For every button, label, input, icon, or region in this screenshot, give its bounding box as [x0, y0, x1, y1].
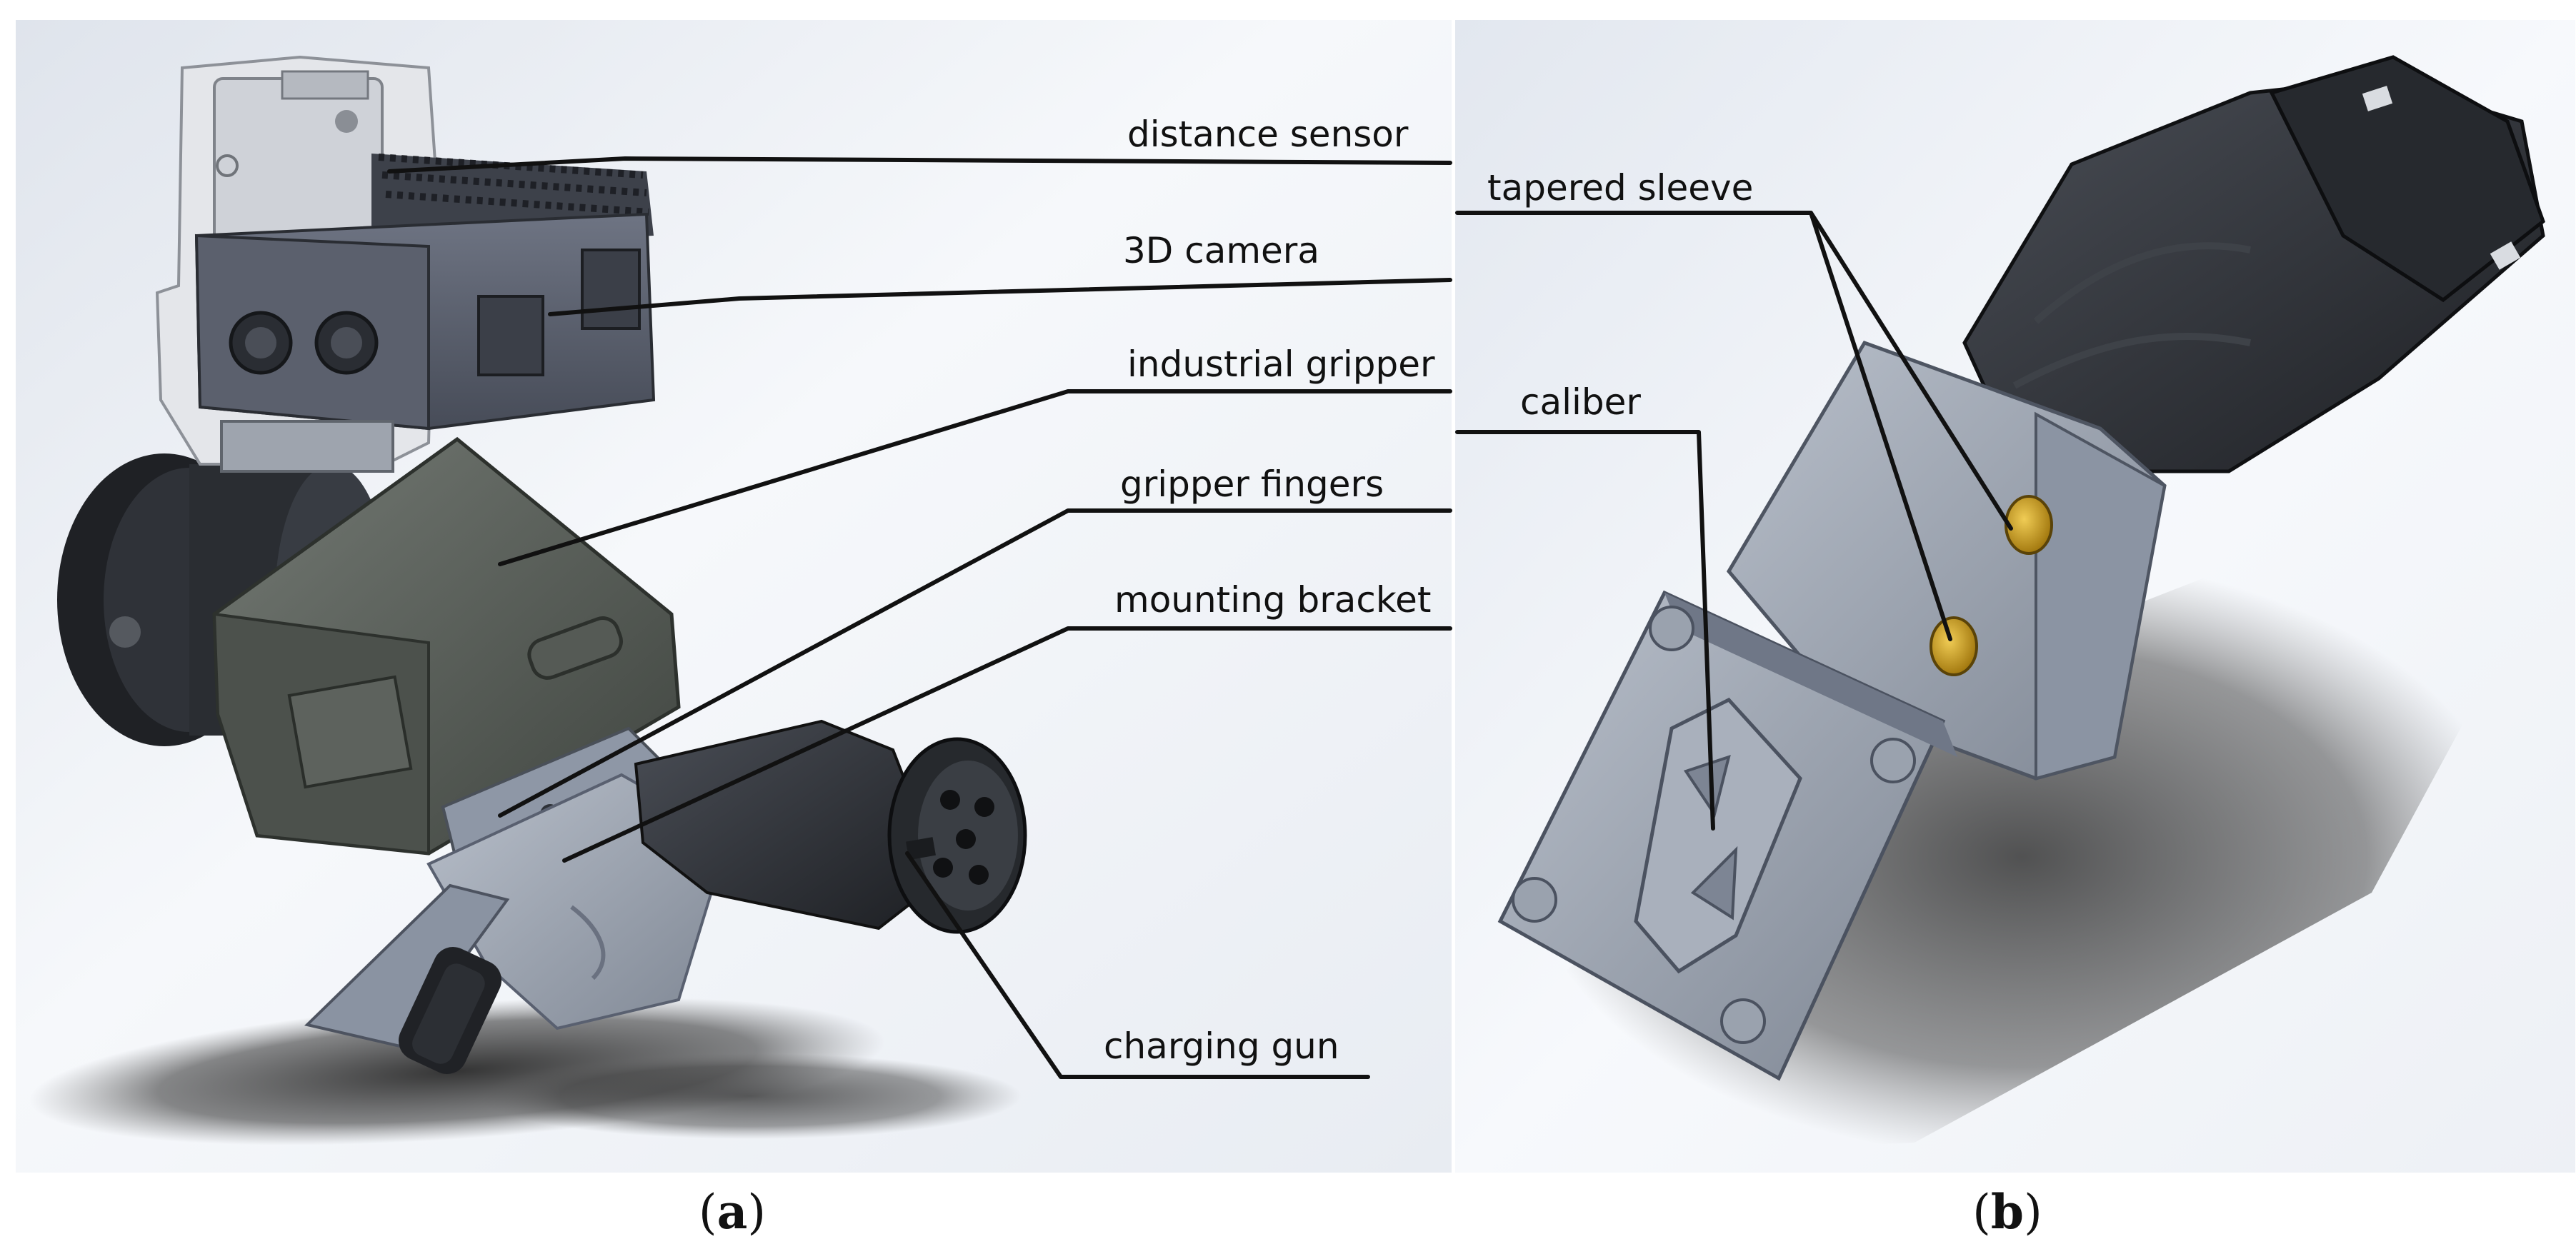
- panel-a: distance sensor 3D camera industrial gri…: [16, 20, 1452, 1173]
- sleeve-block: [1726, 340, 2167, 781]
- leader-mounting-bracket: [562, 626, 1452, 863]
- leader-charging-gun: [905, 851, 1370, 1079]
- floor-shadow-a2: [479, 1053, 1022, 1139]
- label-mounting-bracket: mounting bracket: [1114, 579, 1431, 621]
- gripper-logo: [527, 616, 623, 680]
- motor-bolt: [109, 616, 141, 648]
- leader-distance-sensor: [387, 156, 1452, 174]
- label-gripper-fingers: gripper fingers: [1120, 463, 1384, 505]
- camera-lens-left: [477, 295, 544, 376]
- label-charging-gun: charging gun: [1104, 1025, 1339, 1067]
- caliber-plate: [1497, 590, 1957, 1081]
- tapered-sleeve-hole-1: [1929, 616, 1978, 676]
- cable-gland: [398, 947, 502, 1074]
- label-distance-sensor: distance sensor: [1127, 114, 1409, 155]
- camera-3d-body: [194, 212, 656, 431]
- camera-mount-plate: [220, 420, 394, 473]
- leader-camera-3d: [548, 278, 1452, 316]
- leader-industrial-gripper: [498, 389, 1452, 566]
- charging-gun-b: [1962, 55, 2545, 473]
- caption-a: (a): [699, 1184, 766, 1240]
- caption-b: (b): [1972, 1184, 2042, 1240]
- label-industrial-gripper: industrial gripper: [1127, 343, 1435, 385]
- panel-b: tapered sleeve caliber: [1455, 20, 2575, 1173]
- leader-caliber: [1455, 430, 1715, 831]
- label-tapered-sleeve: tapered sleeve: [1487, 167, 1753, 209]
- leader-gripper-fingers: [498, 508, 1452, 818]
- tapered-sleeve-hole-2: [2005, 495, 2053, 555]
- label-caliber: caliber: [1520, 381, 1641, 423]
- charging-gun: [634, 719, 1027, 934]
- leader-tapered-sleeve-2: [1809, 211, 1952, 641]
- caliber-pattern: [1634, 697, 1802, 974]
- label-camera-3d: 3D camera: [1123, 230, 1319, 271]
- camera-lens-right: [581, 249, 641, 330]
